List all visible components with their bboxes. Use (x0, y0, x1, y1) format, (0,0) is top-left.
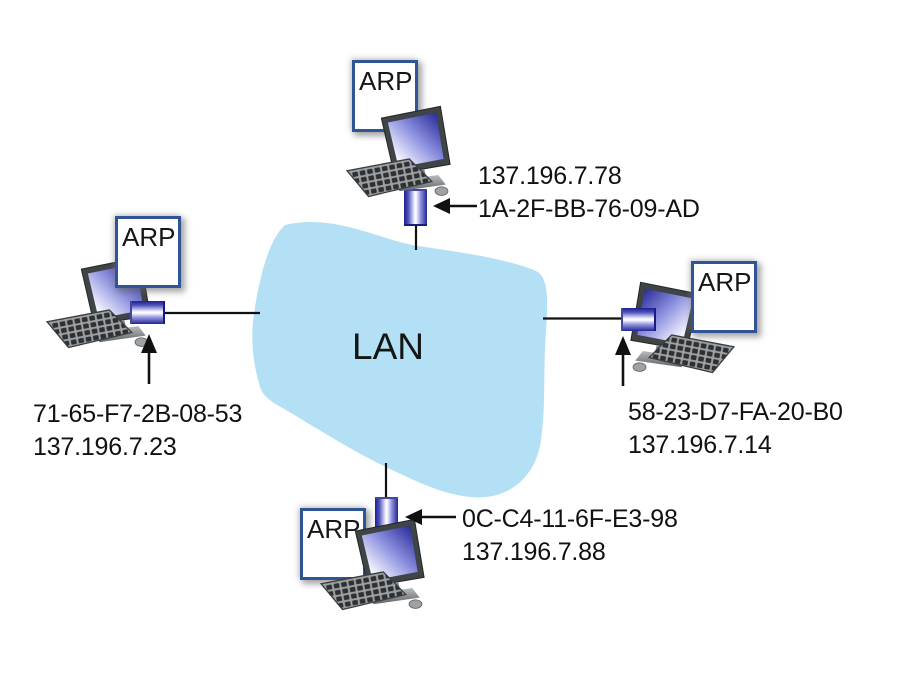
computer-icon-top (346, 105, 464, 200)
node-left-ip: 137.196.7.23 (33, 433, 177, 461)
node-top-mac: 1A-2F-BB-76-09-AD (478, 195, 700, 223)
arp-table-top-label: ARP (359, 66, 413, 96)
node-bottom-mac: 0C-C4-11-6F-E3-98 (462, 505, 678, 533)
nic-icon-left (130, 301, 165, 324)
node-right-ip: 137.196.7.14 (628, 431, 772, 459)
node-label-right: 58-23-D7-FA-20-B0 137.196.7.14 (628, 396, 843, 462)
nic-icon-top (404, 189, 427, 226)
node-label-top: 137.196.7.78 1A-2F-BB-76-09-AD (478, 160, 700, 226)
lan-cloud (252, 222, 548, 498)
node-left-mac: 71-65-F7-2B-08-53 (33, 400, 243, 428)
arp-table-bottom: ARP (300, 508, 366, 580)
node-top-ip: 137.196.7.78 (478, 162, 622, 190)
arp-table-bottom-label: ARP (307, 514, 361, 544)
node-right-mac: 58-23-D7-FA-20-B0 (628, 398, 843, 426)
computer-icon-bottom (320, 518, 438, 613)
arp-table-right: ARP (691, 261, 757, 333)
lan-label: LAN (352, 326, 424, 367)
node-bottom-ip: 137.196.7.88 (462, 538, 606, 566)
node-label-left: 71-65-F7-2B-08-53 137.196.7.23 (33, 398, 242, 464)
node-label-bottom: 0C-C4-11-6F-E3-98 137.196.7.88 (462, 503, 678, 569)
nic-icon-right (621, 308, 656, 331)
arp-table-left-label: ARP (122, 222, 176, 252)
arp-table-left: ARP (115, 216, 181, 288)
arp-table-right-label: ARP (698, 267, 752, 297)
